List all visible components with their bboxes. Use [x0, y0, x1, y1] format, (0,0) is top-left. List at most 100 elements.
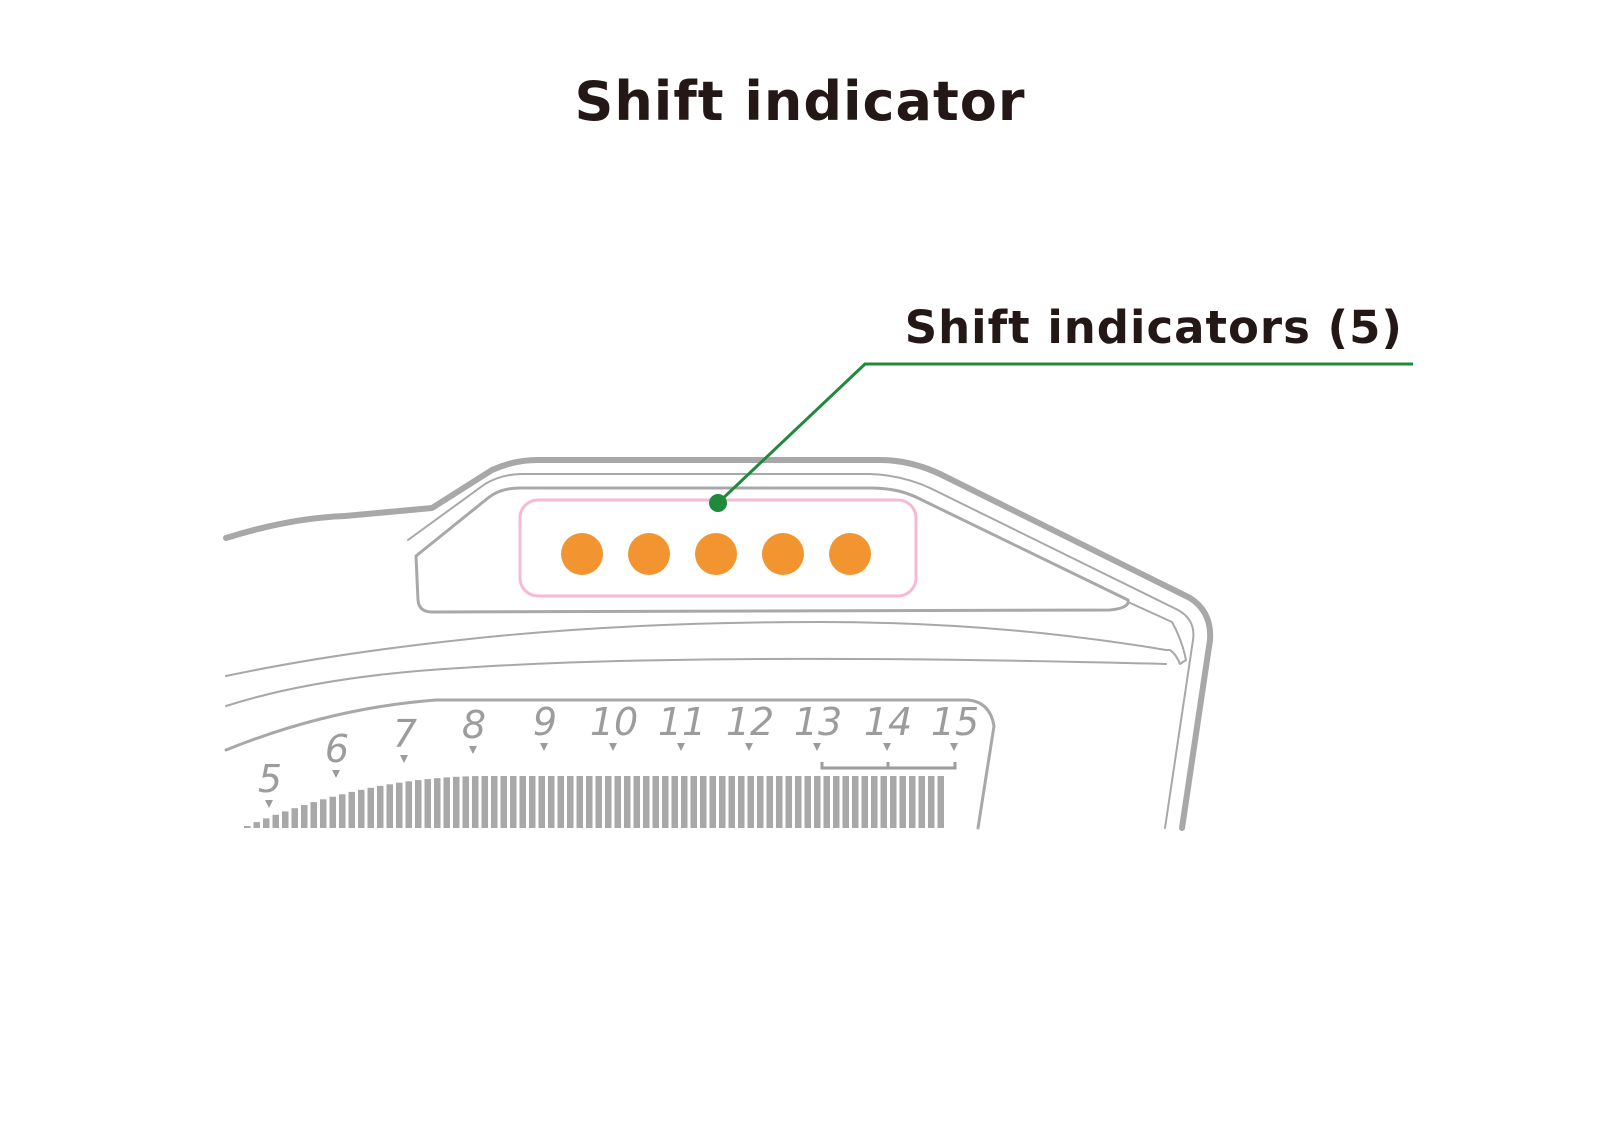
bar-segment	[918, 776, 925, 828]
scale-tick-marker	[883, 743, 891, 751]
instrument-housing	[223, 457, 1214, 831]
bar-segment	[871, 776, 878, 828]
bar-segment	[833, 776, 840, 828]
callout-label: Shift indicators (5)	[905, 301, 1403, 354]
scale-label: 13	[794, 700, 842, 744]
bar-segment	[510, 776, 517, 828]
bar-segment	[776, 776, 783, 828]
bar-segment	[757, 776, 764, 828]
bar-segment	[519, 776, 526, 828]
bar-segment	[652, 776, 659, 828]
scale-tick-marker	[469, 746, 477, 754]
scale-label: 15	[931, 700, 979, 744]
bar-segment	[681, 776, 688, 828]
bar-segment	[671, 776, 678, 828]
indicator-panel	[414, 486, 1130, 614]
scale-label: 5	[258, 757, 282, 801]
scale-tick-marker	[950, 743, 958, 751]
bar-segment	[700, 776, 707, 828]
bar-segment	[367, 787, 374, 828]
bar-segment	[643, 776, 650, 828]
callout-leader-line	[716, 362, 1413, 505]
scale-label: 9	[533, 700, 557, 744]
bar-segment	[814, 776, 821, 828]
bar-segment	[690, 776, 697, 828]
bar-segment	[291, 808, 298, 828]
bar-segment	[253, 822, 260, 828]
shift-lamp-3	[695, 533, 737, 575]
scale-label: 10	[590, 700, 638, 744]
bar-segment	[738, 776, 745, 828]
housing-left-edge	[223, 457, 1214, 831]
bar-segment	[548, 776, 555, 828]
bar-segment	[301, 805, 308, 828]
bar-segment	[491, 776, 498, 828]
bar-segment	[244, 826, 251, 828]
bar-segment	[263, 818, 270, 828]
bar-segment	[728, 776, 735, 828]
scale-tick-marker	[540, 743, 548, 751]
page-title: Shift indicator	[574, 70, 1026, 133]
bar-segment	[785, 776, 792, 828]
scale-tick-marker	[677, 743, 685, 751]
bar-segment	[928, 776, 935, 828]
scale-tick-marker	[265, 800, 273, 808]
bar-segment	[823, 776, 830, 828]
scale-tick-marker	[400, 755, 408, 763]
bar-segment	[529, 776, 536, 828]
redzone-bracket	[820, 762, 957, 770]
housing-inner-edge	[407, 473, 1195, 829]
bar-segment	[890, 776, 897, 828]
bar-segment	[937, 776, 944, 828]
bar-segment	[795, 776, 802, 828]
tachometer-bar-graph	[244, 776, 944, 828]
bar-segment	[358, 789, 365, 828]
bar-segment	[396, 782, 403, 828]
bar-segment	[624, 776, 631, 828]
scale-tick-marker	[745, 743, 753, 751]
bar-segment	[861, 776, 868, 828]
bar-segment	[415, 780, 422, 828]
bar-segment	[386, 784, 393, 828]
bar-segment	[472, 776, 479, 828]
shift-lamp-1	[561, 533, 603, 575]
shift-lamp-5	[829, 533, 871, 575]
bar-segment	[605, 776, 612, 828]
bar-segment	[377, 785, 384, 828]
scale-label: 14	[864, 700, 912, 744]
tachometer-frame	[224, 698, 996, 830]
bar-segment	[320, 799, 327, 828]
shift-lamp-4	[762, 533, 804, 575]
scale-tick-marker	[609, 743, 617, 751]
callout-anchor-dot	[709, 494, 727, 512]
bar-segment	[662, 776, 669, 828]
bar-segment	[453, 776, 460, 828]
bar-segment	[282, 811, 289, 828]
bar-segment	[614, 776, 621, 828]
scale-label: 7	[393, 712, 417, 756]
bar-segment	[567, 776, 574, 828]
bar-segment	[329, 796, 336, 828]
bar-segment	[557, 776, 564, 828]
bar-segment	[424, 779, 431, 828]
panel-lower-rim	[225, 601, 1187, 677]
bar-segment	[272, 814, 279, 828]
scale-label: 6	[325, 727, 349, 771]
bar-segment	[747, 776, 754, 828]
bar-segment	[310, 802, 317, 828]
bar-segment	[348, 791, 355, 828]
bar-segment	[899, 776, 906, 828]
bar-segment	[538, 776, 545, 828]
shift-indicator-lamps	[561, 533, 871, 575]
bar-segment	[405, 781, 412, 828]
bar-segment	[709, 776, 716, 828]
scale-tick-marker	[813, 743, 821, 751]
bar-segment	[633, 776, 640, 828]
bar-segment	[434, 778, 441, 828]
scale-label: 12	[726, 700, 774, 744]
scale-label: 11	[658, 700, 706, 744]
bar-segment	[595, 776, 602, 828]
bar-segment	[719, 776, 726, 828]
scale-tick-marker	[332, 770, 340, 778]
bar-segment	[481, 776, 488, 828]
